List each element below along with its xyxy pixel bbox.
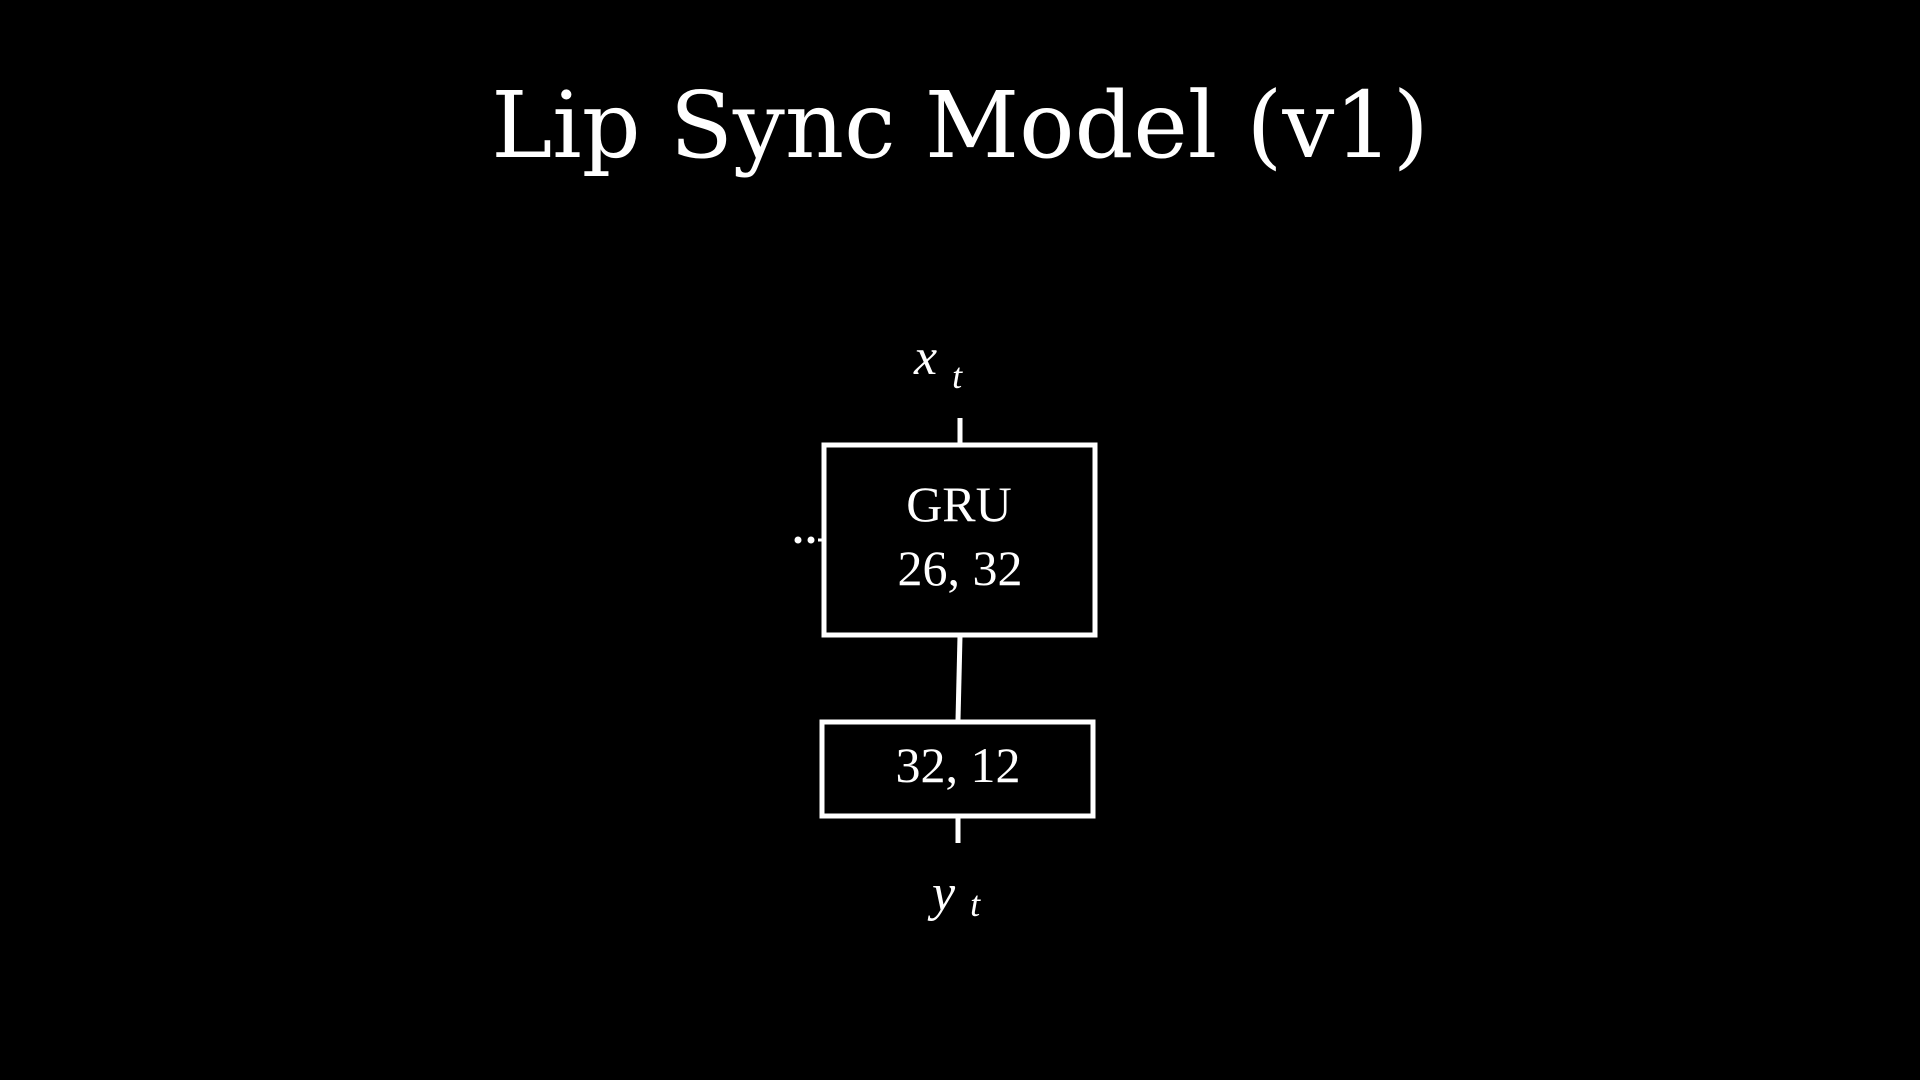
slide-title: Lip Sync Model (v1) [491,72,1429,179]
gru-dims: 26, 32 [898,540,1023,596]
linear-block [819,719,1096,819]
linear-dims: 32, 12 [896,737,1021,793]
input-symbol: x [913,329,937,386]
output-symbol: y [927,865,956,922]
input-label: x t [913,329,963,396]
gru-label: GRU [906,476,1012,532]
hidden-connector [955,635,963,721]
recurrent-dots-icon [794,536,824,544]
output-subscript: t [970,884,981,924]
output-label: y t [927,865,981,924]
input-subscript: t [952,356,963,396]
